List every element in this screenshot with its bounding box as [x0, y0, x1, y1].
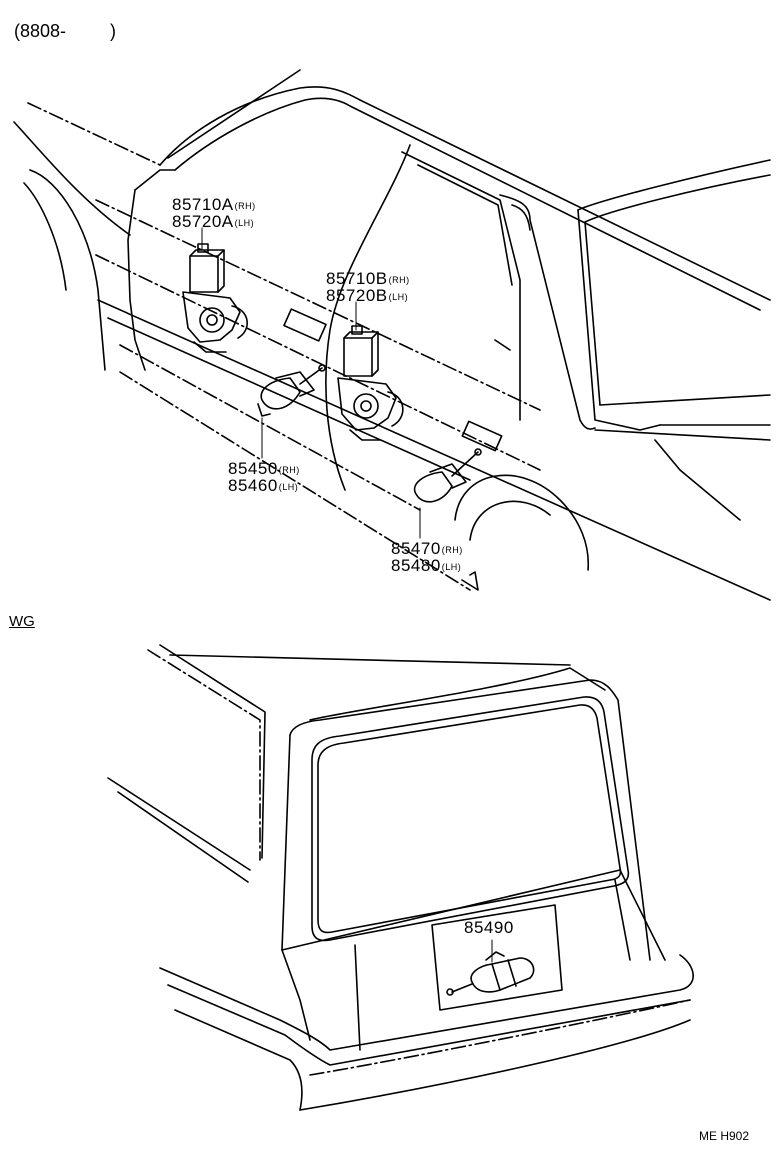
part-label-85710a: 85710A(RH) [172, 195, 256, 214]
part-label-85480: 85480(LH) [391, 556, 462, 575]
drawing-code: ME H902 [699, 1129, 750, 1143]
part-label-85490: 85490 [464, 918, 514, 937]
part-label-85470: 85470(RH) [391, 539, 463, 558]
part-label-85720a: 85720A(LH) [172, 212, 255, 231]
door-lock-motor-rear [337, 325, 404, 441]
door-lock-motor-front [182, 243, 248, 353]
sedan-body-outline [13, 69, 771, 601]
door-lock-actuator-front [257, 364, 326, 417]
wagon-body-outline [107, 644, 694, 1111]
date-range-label: (8808-) [14, 21, 117, 41]
leader-lines-top [201, 227, 421, 539]
wagon-section-label: WG [9, 613, 35, 630]
tailgate-lock-actuator [446, 939, 535, 996]
part-label-85720b: 85720B(LH) [326, 286, 409, 305]
door-lock-actuator-rear [413, 448, 482, 503]
part-label-85450: 85450(RH) [228, 459, 300, 478]
part-label-85710b: 85710B(RH) [326, 269, 410, 288]
part-label-85460: 85460(LH) [228, 476, 299, 495]
